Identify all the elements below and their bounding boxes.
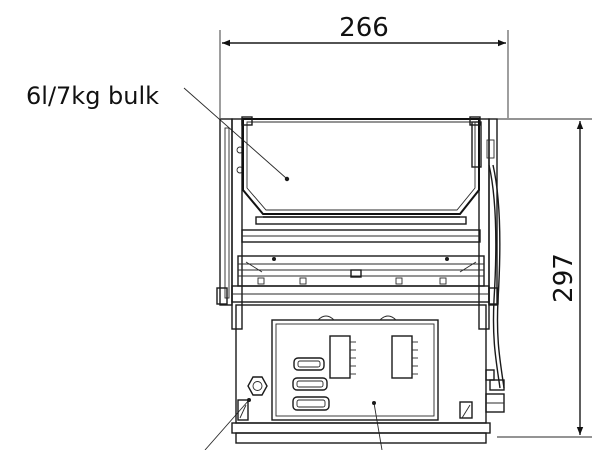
dsub-connector-2 [292, 377, 328, 391]
width-dimension: 266 [219, 13, 509, 118]
height-dimension-label: 297 [549, 253, 579, 303]
height-dimension: 297 [497, 118, 592, 438]
width-dimension-label: 266 [339, 13, 389, 43]
bulk-callout-label: 6l/7kg bulk [26, 82, 159, 110]
bulk-callout: 6l/7kg bulk [26, 82, 290, 182]
machine-outline [216, 116, 505, 444]
bottom-callout-leaders [204, 398, 383, 450]
cable-gland [247, 376, 268, 396]
dsub-connector-1 [293, 357, 325, 371]
dsub-connector-3 [292, 396, 330, 411]
